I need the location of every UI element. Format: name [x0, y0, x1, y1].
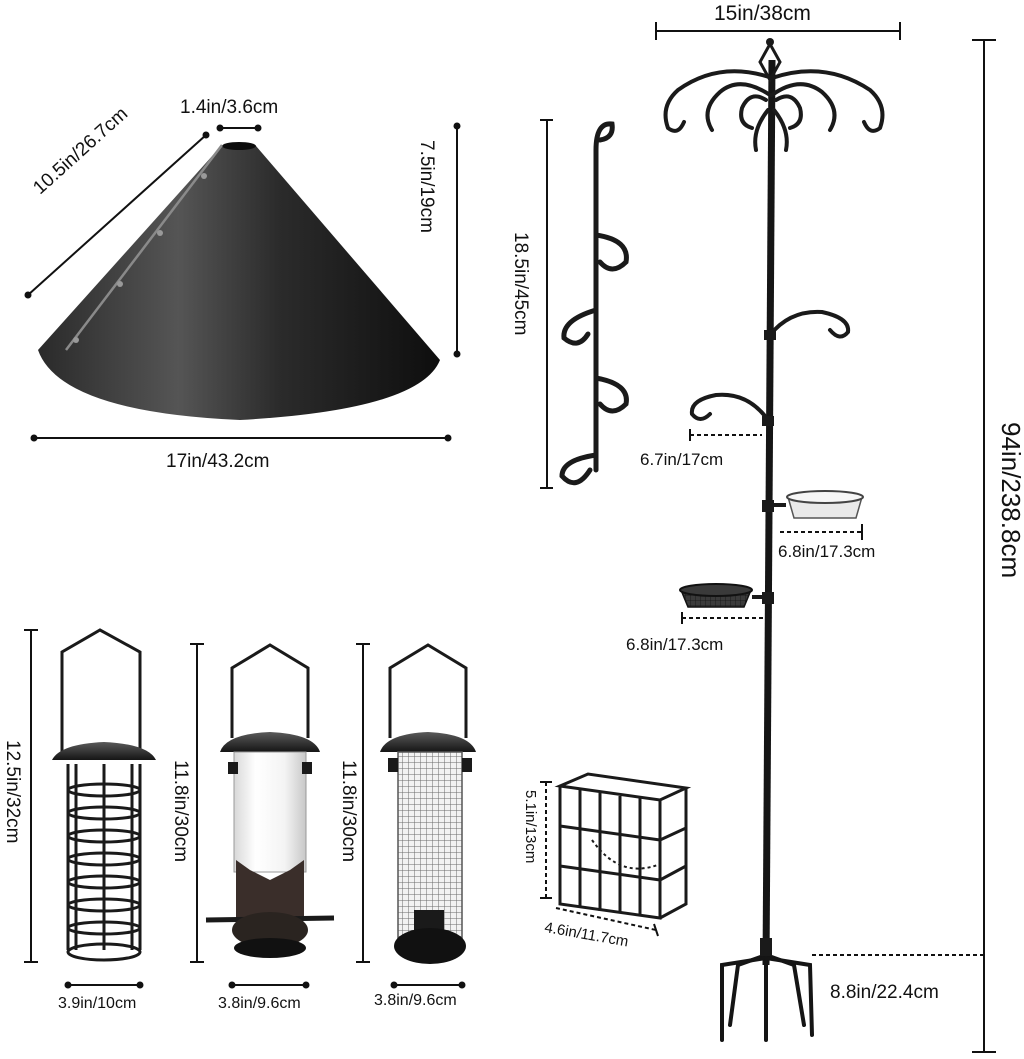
ball-feeder-width-label: 3.9in/10cm — [58, 995, 137, 1012]
pole-arm-label: 6.7in/17cm — [640, 450, 724, 469]
mesh-feeder-width-label: 3.8in/9.6cm — [374, 992, 457, 1009]
seed-feeder-dimension-lines — [190, 643, 310, 989]
cone-baffle-icon — [38, 142, 440, 420]
suet-cage-icon — [554, 772, 692, 920]
baffle-dimension-lines — [24, 122, 461, 442]
mesh-feeder-dimension-lines — [356, 643, 466, 989]
seed-feeder-height-label: 11.8in/30cm — [170, 760, 191, 863]
baffle-height-label: 7.5in/19cm — [416, 140, 437, 233]
ball-feeder-height-label: 12.5in/32cm — [2, 740, 23, 844]
pole-base-label: 8.8in/22.4cm — [830, 982, 939, 1003]
seed-feeder-width-label: 3.8in/9.6cm — [218, 995, 301, 1012]
baffle-top-label: 1.4in/3.6cm — [180, 97, 279, 118]
triple-hook-icon — [559, 121, 629, 486]
pole-dimension-lines — [655, 22, 996, 1053]
hook-length-label: 18.5in/45cm — [510, 232, 531, 336]
seed-tube-feeder-icon — [205, 643, 335, 958]
ball-feeder-dimension-lines — [24, 629, 144, 989]
mesh-feeder-height-label: 11.8in/30cm — [338, 760, 359, 863]
fat-ball-feeder-icon — [52, 628, 156, 962]
suet-height-label: 5.1in/13cm — [522, 790, 539, 864]
hook-dimension-line — [540, 119, 553, 489]
mesh-peanut-feeder-icon — [380, 643, 476, 964]
pole-tray-upper-label: 6.8in/17.3cm — [778, 542, 876, 561]
pole-top-span-label: 15in/38cm — [714, 2, 811, 25]
pole-tray-lower-label: 6.8in/17.3cm — [626, 635, 724, 654]
baffle-width-label: 17in/43.2cm — [166, 451, 270, 472]
feeding-station-pole-icon — [663, 38, 885, 1042]
suet-dimension-lines — [540, 781, 659, 937]
pole-height-label: 94in/238.8cm — [996, 422, 1024, 579]
